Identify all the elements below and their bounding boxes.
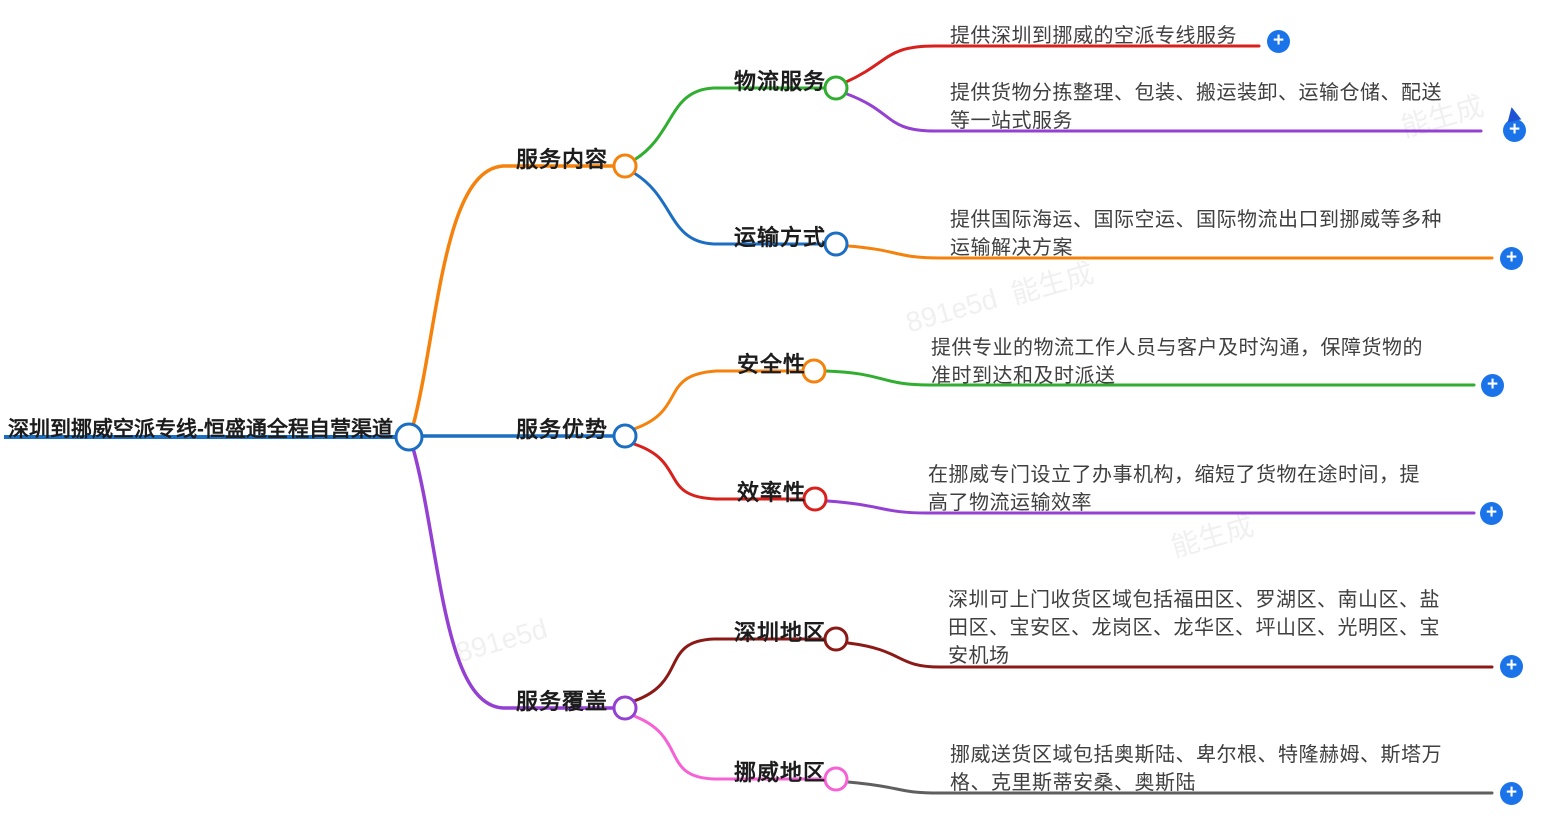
- leaf-1[interactable]: 提供深圳到挪威的空派专线服务: [950, 25, 1237, 47]
- collapse-handle-shenzhen-area[interactable]: [823, 626, 849, 652]
- node-norway-area[interactable]: 挪威地区: [734, 760, 827, 785]
- leaf-3[interactable]: 提供国际海运、国际空运、国际物流出口到挪威等多种运输解决方案: [950, 209, 1442, 259]
- edge-leaf-2: [845, 92, 1483, 133]
- collapse-handle-safety[interactable]: [801, 358, 827, 384]
- edge-leaf-4: [824, 369, 1476, 387]
- leaf-4[interactable]: 提供专业的物流工作人员与客户及时沟通，保障货物的准时到达和及时派送: [931, 337, 1423, 387]
- add-child-button[interactable]: +: [1503, 119, 1526, 142]
- leaf-2[interactable]: 提供货物分拣整理、包装、搬运装卸、运输仓储、配送等一站式服务: [950, 82, 1442, 132]
- edge-norway-area: [632, 714, 827, 781]
- collapse-handle-logistics-services[interactable]: [823, 75, 849, 101]
- node-transport-methods[interactable]: 运输方式: [734, 225, 827, 250]
- add-child-button[interactable]: +: [1267, 30, 1290, 53]
- leaf-6[interactable]: 深圳可上门收货区域包括福田区、罗湖区、南山区、盐田区、宝安区、龙岗区、龙华区、坪…: [948, 589, 1440, 667]
- edge-leaf-1: [844, 44, 1261, 84]
- collapse-handle-transport-methods[interactable]: [823, 231, 849, 257]
- collapse-handle-service-coverage[interactable]: [612, 695, 638, 721]
- add-child-button[interactable]: +: [1481, 374, 1504, 397]
- edge-transport-methods: [632, 171, 827, 246]
- leaf-5[interactable]: 在挪威专门设立了办事机构，缩短了货物在途时间，提高了物流运输效率: [928, 464, 1420, 514]
- node-logistics-services[interactable]: 物流服务: [734, 69, 827, 94]
- leaf-7[interactable]: 挪威送货区域包括奥斯陆、卑尔根、特隆赫姆、斯塔万格、克里斯蒂安桑、奥斯陆: [950, 744, 1442, 794]
- collapse-handle-service-advantages[interactable]: [612, 423, 638, 449]
- edge-safety: [632, 369, 804, 431]
- collapse-handle-service-content[interactable]: [612, 153, 638, 179]
- edge-shenzhen-area: [632, 637, 827, 703]
- add-child-button[interactable]: +: [1500, 782, 1523, 805]
- branch-service-content[interactable]: 服务内容: [516, 147, 609, 172]
- collapse-handle-efficiency[interactable]: [802, 486, 828, 512]
- edge-leaf-3: [846, 244, 1494, 260]
- edge-logistics-services: [632, 86, 827, 162]
- add-child-button[interactable]: +: [1500, 247, 1523, 270]
- branch-service-coverage[interactable]: 服务覆盖: [516, 689, 609, 714]
- node-shenzhen-area[interactable]: 深圳地区: [734, 620, 827, 645]
- collapse-handle-norway-area[interactable]: [823, 766, 849, 792]
- edge-root-service-content: [411, 164, 616, 428]
- add-child-button[interactable]: +: [1500, 655, 1523, 678]
- edge-root-service-coverage: [411, 446, 616, 710]
- node-safety[interactable]: 安全性: [737, 352, 807, 377]
- mouse-cursor-icon: [1504, 105, 1522, 123]
- edge-efficiency: [632, 442, 805, 501]
- edge-leaf-7: [846, 780, 1494, 795]
- node-efficiency[interactable]: 效率性: [737, 480, 807, 505]
- collapse-handle-root[interactable]: [394, 422, 424, 452]
- edge-leaf-6: [846, 641, 1494, 669]
- edge-leaf-5: [825, 499, 1476, 515]
- branch-service-advantages[interactable]: 服务优势: [516, 417, 609, 442]
- add-child-button[interactable]: +: [1480, 502, 1503, 525]
- root-node[interactable]: 深圳到挪威空派专线-恒盛通全程自营渠道: [8, 418, 393, 441]
